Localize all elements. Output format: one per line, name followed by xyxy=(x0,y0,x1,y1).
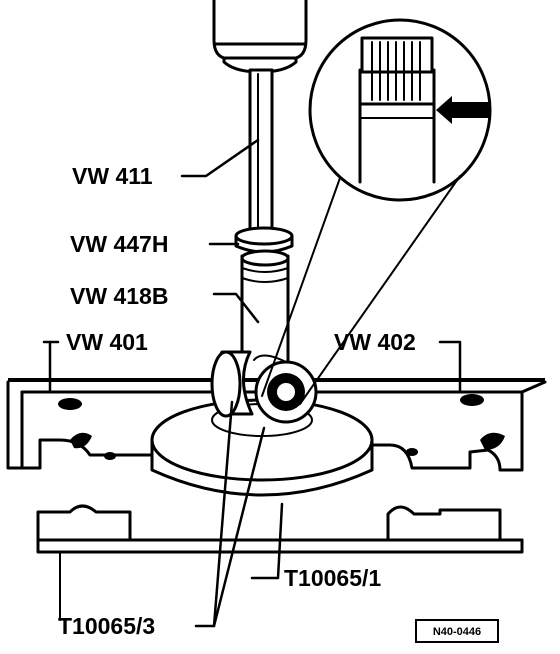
adapter-bearing xyxy=(210,350,318,424)
label-support-plate-left: VW 401 xyxy=(66,329,148,355)
arrow-left-icon xyxy=(436,96,490,124)
figure-reference: N40-0446 xyxy=(415,619,499,643)
figure-reference-text: N40-0446 xyxy=(433,626,481,638)
leader-lines xyxy=(42,138,462,628)
label-press-rod: VW 411 xyxy=(72,163,153,189)
detail-magnifier xyxy=(261,18,492,405)
base-plate xyxy=(150,398,374,497)
label-thrust-piece: VW 447H xyxy=(70,231,168,257)
thrust-piece xyxy=(234,226,294,254)
press-rod xyxy=(248,68,274,234)
press-head xyxy=(212,0,308,74)
label-press-tube: VW 418B xyxy=(70,283,168,309)
label-support-plate-right: VW 402 xyxy=(334,329,416,355)
press-tube xyxy=(240,249,290,362)
label-adapter: T10065/3 xyxy=(58,613,155,639)
label-base-plate: T10065/1 xyxy=(284,565,381,591)
